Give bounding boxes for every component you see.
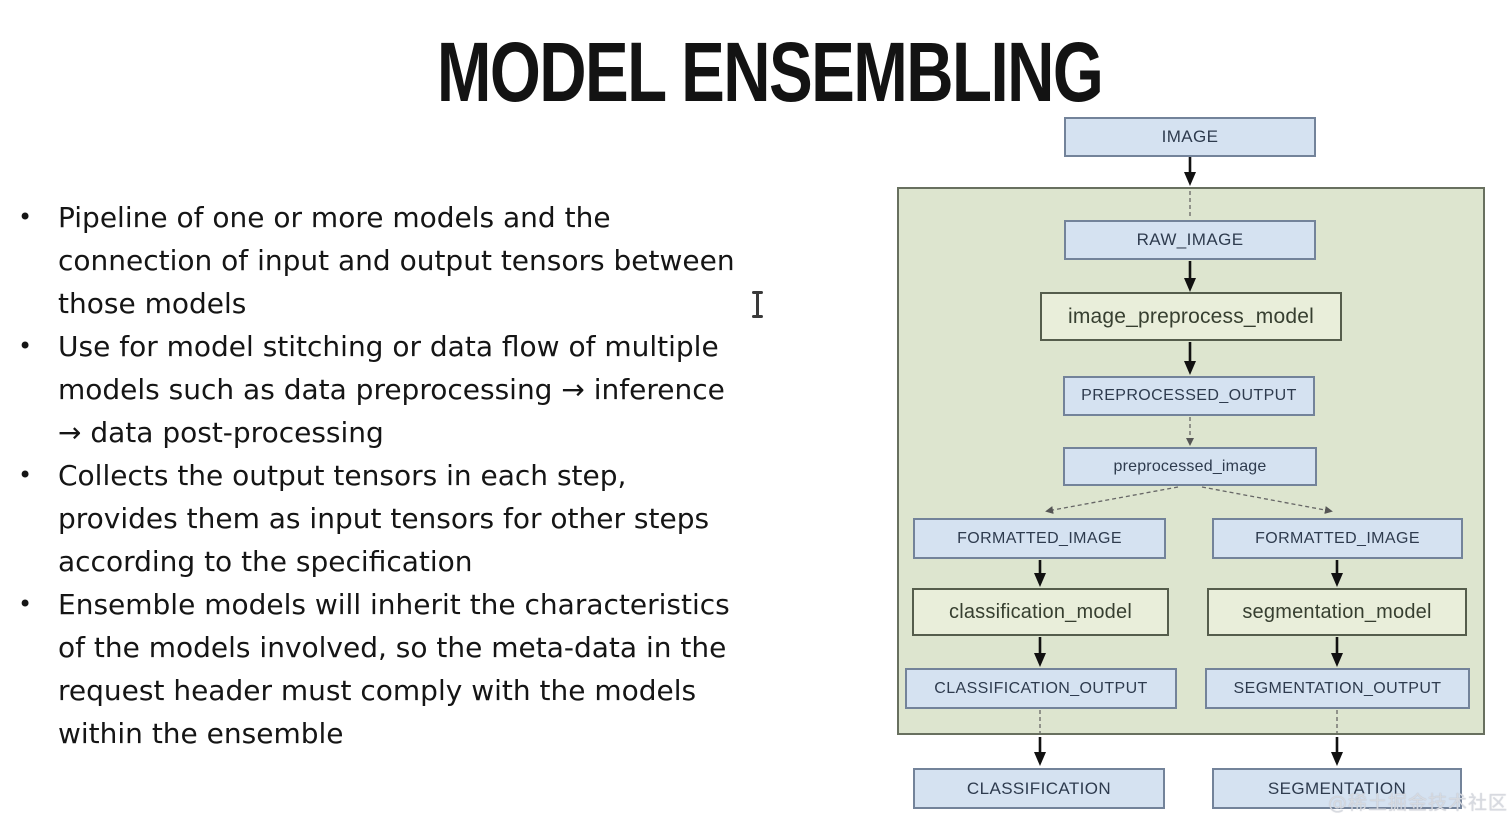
node-segmentation-model: segmentation_model xyxy=(1207,588,1467,636)
node-raw-image: RAW_IMAGE xyxy=(1064,220,1316,260)
page-title: MODEL ENSEMBLING xyxy=(437,25,1104,119)
text-cursor-icon xyxy=(751,291,764,318)
bullet-text: Ensemble models will inherit the charact… xyxy=(58,588,730,750)
node-preprocessed-output: PREPROCESSED_OUTPUT xyxy=(1063,376,1315,416)
bullet-marker-icon: • xyxy=(18,590,33,618)
bullet-text: Collects the output tensors in each step… xyxy=(58,459,710,578)
watermark: @稀土掘金技术社区 xyxy=(1327,792,1508,814)
bullet-marker-icon: • xyxy=(18,461,33,489)
bullet-text: Pipeline of one or more models and the c… xyxy=(58,201,735,320)
node-image-preprocess-model: image_preprocess_model xyxy=(1040,292,1342,341)
bullet-list: • Pipeline of one or more models and the… xyxy=(14,196,914,755)
bullet-item: • Pipeline of one or more models and the… xyxy=(14,196,914,325)
node-image: IMAGE xyxy=(1064,117,1316,157)
node-classification-model: classification_model xyxy=(912,588,1169,636)
bullet-item: • Collects the output tensors in each st… xyxy=(14,454,914,583)
node-formatted-image-right: FORMATTED_IMAGE xyxy=(1212,518,1463,559)
node-segmentation-output: SEGMENTATION_OUTPUT xyxy=(1205,668,1470,709)
node-segmentation: SEGMENTATION xyxy=(1212,768,1462,809)
bullet-text: Use for model stitching or data flow of … xyxy=(58,330,725,449)
node-classification: CLASSIFICATION xyxy=(913,768,1165,809)
bullet-marker-icon: • xyxy=(18,332,33,360)
bullet-item: • Ensemble models will inherit the chara… xyxy=(14,583,914,755)
bullet-item: • Use for model stitching or data flow o… xyxy=(14,325,914,454)
node-classification-output: CLASSIFICATION_OUTPUT xyxy=(905,668,1177,709)
node-preprocessed-image: preprocessed_image xyxy=(1063,447,1317,486)
node-formatted-image-left: FORMATTED_IMAGE xyxy=(913,518,1166,559)
bullet-marker-icon: • xyxy=(18,203,33,231)
title-wrap: MODEL ENSEMBLING xyxy=(0,24,1512,121)
